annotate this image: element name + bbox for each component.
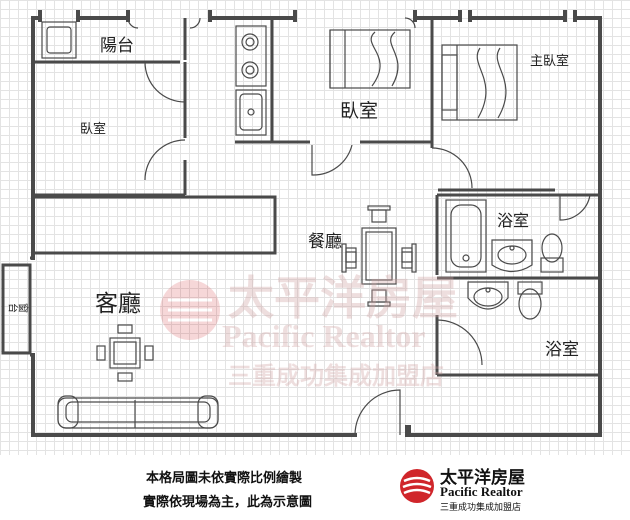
footer-note-line1: 本格局圖未依實際比例繪製 <box>146 471 303 486</box>
corridor-band <box>31 195 277 255</box>
bath-lower-door-arc <box>436 319 483 366</box>
washer-icon <box>41 21 77 59</box>
coffee-table-icon <box>96 324 154 382</box>
bathtub-icon <box>445 199 487 273</box>
footer-note-line2: 實際依現場為主，此為示意圖 <box>143 495 313 510</box>
room-label-balcony: 陽台 <box>100 36 134 56</box>
toilet-icon-lower <box>517 281 543 320</box>
room-label-master-bedroom: 主臥室 <box>530 54 570 69</box>
brand-name-cn: 太平洋房屋 <box>440 468 525 488</box>
brand-branch: 三重成功集成加盟店 <box>440 503 522 513</box>
sofa-icon <box>57 395 219 429</box>
brand-name-en: Pacific Realtor <box>440 484 523 499</box>
watermark-en: Pacific Realtor <box>222 318 426 354</box>
room-label-dining: 餐廳 <box>308 232 342 252</box>
footer: 本格局圖未依實際比例繪製 實際依現場為主，此為示意圖 太平洋房屋 Pacific… <box>0 455 630 520</box>
room-label-bedroom-left: 臥室 <box>80 122 107 137</box>
brand-logo-icon <box>400 469 434 503</box>
watermark-cn: 太平洋房屋 <box>228 271 458 325</box>
kitchen-sink-icon <box>235 89 267 136</box>
watermark-branch: 三重成功集成加盟店 <box>228 362 444 390</box>
floor-plan-drawing <box>1 10 602 437</box>
balcony-door-arc <box>144 61 186 103</box>
watermark-logo-icon <box>160 280 220 340</box>
toilet-icon-upper <box>540 233 564 273</box>
room-label-bath-lower: 浴室 <box>545 340 579 360</box>
room-label-bedroom-center: 臥室 <box>340 100 379 122</box>
floor-plan: 太平洋房屋 Pacific Realtor 三重成功集成加盟店 陽台 臥室 臥室… <box>0 0 630 455</box>
left-bedroom-bottom-wall <box>33 160 187 197</box>
bed-icon-center <box>329 29 411 89</box>
bath-upper-door-arc <box>559 194 591 221</box>
center-bedroom-bottom-wall <box>235 18 432 144</box>
room-label-bath-upper: 浴室 <box>497 211 530 230</box>
master-door-arc <box>431 147 473 189</box>
window-bay <box>1 263 32 355</box>
sink-icon-lower <box>467 281 509 310</box>
center-bedroom-door-arc <box>311 144 353 176</box>
bed-icon-master <box>441 44 518 121</box>
room-label-window-bay: 窗台 <box>8 300 29 312</box>
room-label-living: 客廳 <box>95 291 141 317</box>
stove-icon <box>235 25 267 87</box>
sink-icon-upper <box>491 239 533 273</box>
entry-door-arc <box>354 389 401 436</box>
dining-table-icon <box>341 205 417 307</box>
left-bedroom-door-arc <box>144 139 186 181</box>
